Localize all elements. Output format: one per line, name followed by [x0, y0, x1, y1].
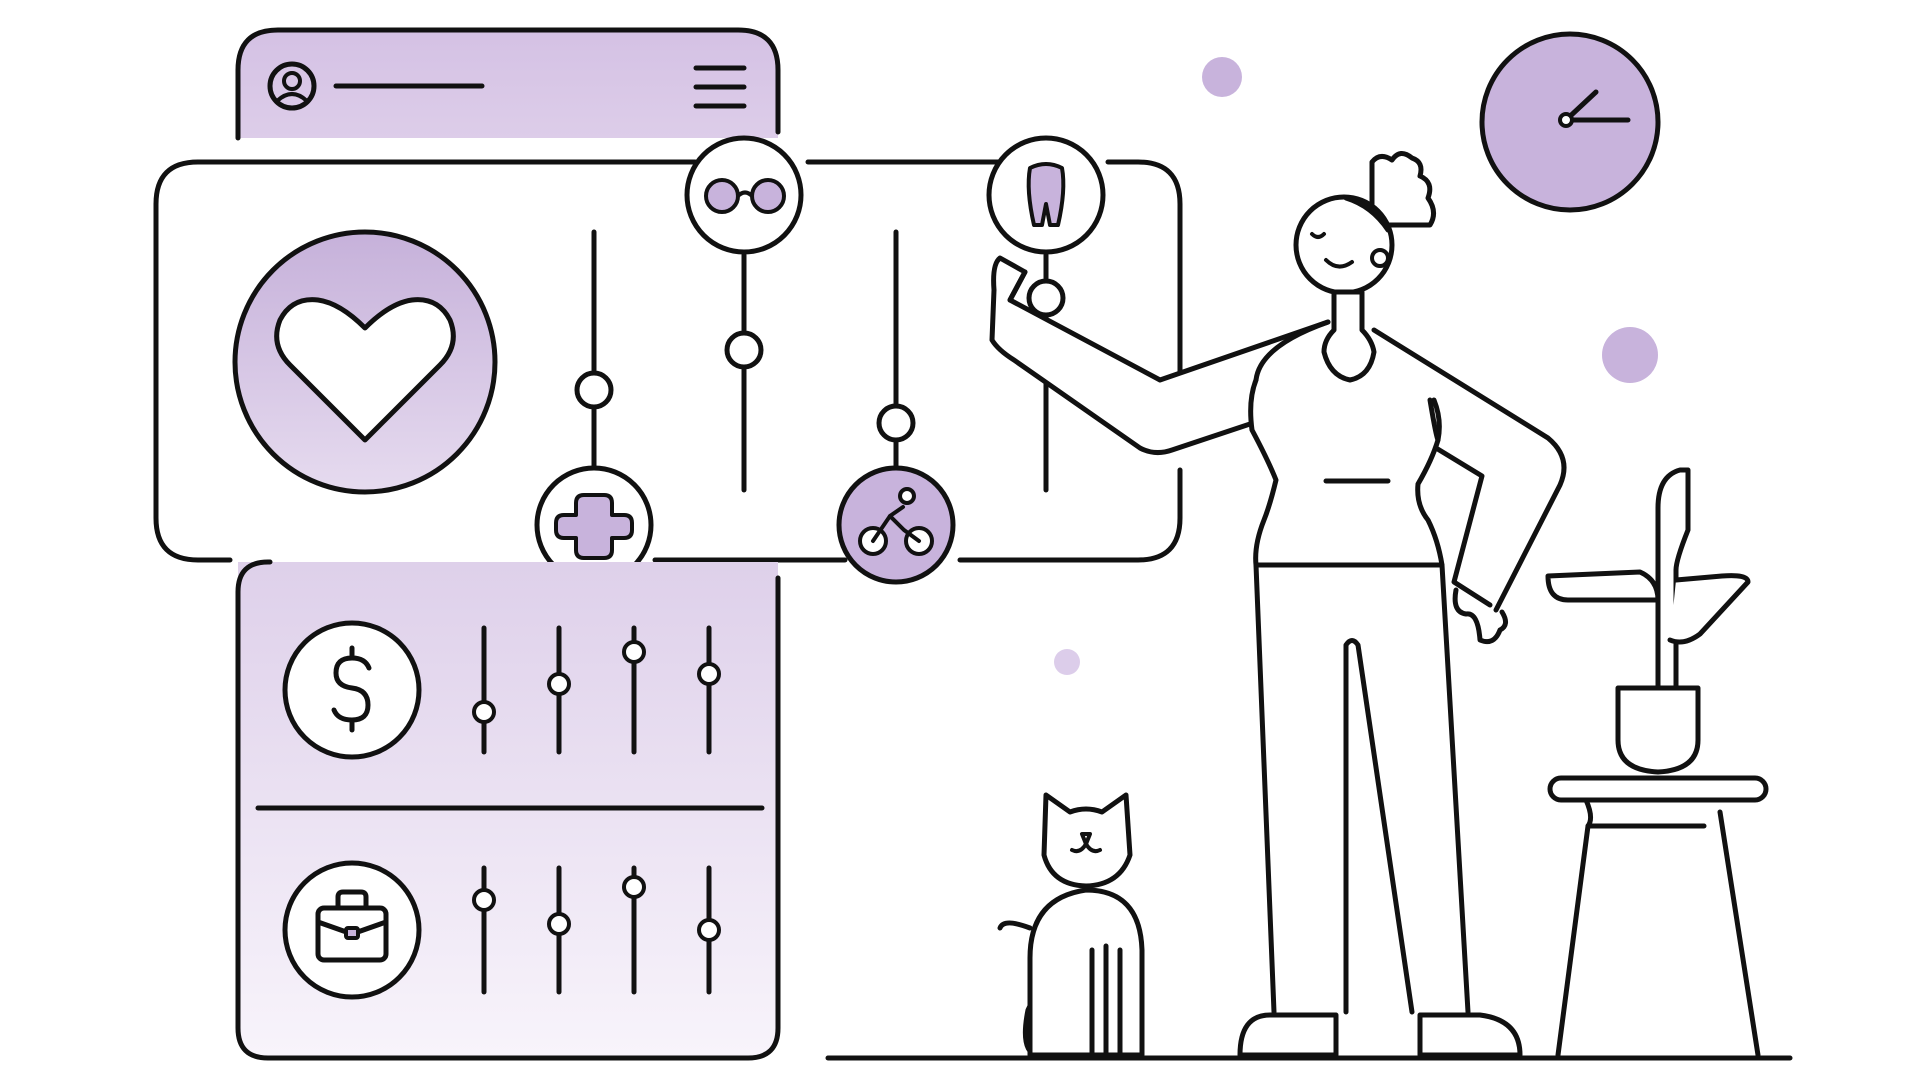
tooth-icon[interactable]	[986, 135, 1106, 255]
plant-icon	[1545, 467, 1769, 1058]
cycling-icon[interactable]	[836, 465, 956, 585]
person-figure	[989, 151, 1567, 1058]
hamburger-menu-icon	[693, 65, 747, 109]
heart-icon	[232, 229, 498, 495]
slider-handle-medical[interactable]	[574, 370, 614, 410]
briefcase-icon[interactable]	[282, 860, 422, 1000]
slider-handle[interactable]	[547, 912, 571, 936]
decor-dot	[1602, 327, 1658, 383]
slider-handle-glasses[interactable]	[724, 330, 764, 370]
slider-handle[interactable]	[622, 640, 646, 664]
finance-panel	[235, 559, 781, 1061]
slider-handle[interactable]	[697, 918, 721, 942]
decor-dot	[1202, 57, 1242, 97]
slider-handle[interactable]	[472, 700, 496, 724]
app-header-panel	[235, 27, 781, 141]
slider-handle[interactable]	[697, 662, 721, 686]
dollar-icon[interactable]	[282, 620, 422, 760]
slider-handle-cycling[interactable]	[876, 403, 916, 443]
clock-icon	[1479, 31, 1661, 213]
slider-handle[interactable]	[622, 875, 646, 899]
slider-handle-tooth[interactable]	[1026, 278, 1066, 318]
profile-icon	[267, 61, 317, 111]
slider-handle[interactable]	[547, 672, 571, 696]
decor-dot	[1054, 649, 1080, 675]
glasses-icon[interactable]	[684, 135, 804, 255]
slider-handle[interactable]	[472, 888, 496, 912]
cat-icon	[997, 792, 1145, 1058]
